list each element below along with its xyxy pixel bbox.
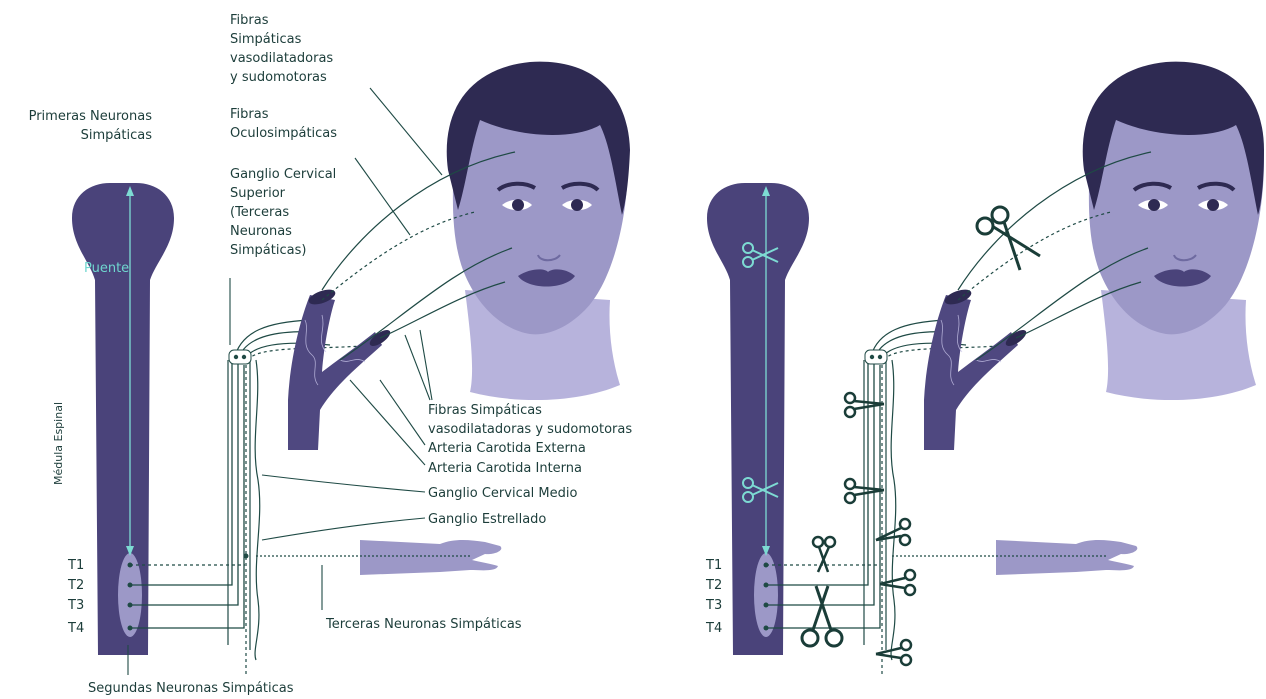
label-t1-left: T1 — [67, 558, 84, 573]
label-primeras-2: Simpáticas — [81, 128, 153, 143]
label-segundas: Segundas Neuronas Simpáticas — [88, 681, 294, 696]
label-ganglio-sup-2: Superior — [230, 186, 286, 201]
carotid-artery-right — [924, 295, 1018, 450]
ganglion-superior-left — [229, 350, 251, 364]
label-t4-right: T4 — [705, 621, 722, 636]
arm-right — [996, 540, 1137, 575]
label-ganglio-estrellado: Ganglio Estrellado — [428, 512, 546, 527]
arm-left — [360, 540, 501, 575]
label-ganglio-sup-1: Ganglio Cervical — [230, 167, 336, 182]
label-arteria-externa: Arteria Carotida Externa — [428, 441, 586, 456]
label-fibras-vaso-top-3: vasodilatadoras — [230, 51, 333, 66]
label-fibras-vaso-top-4: y sudomotoras — [230, 70, 327, 85]
label-primeras-1: Primeras Neuronas — [29, 109, 153, 124]
label-t1-right: T1 — [705, 558, 722, 573]
scissors-icon-bottom — [876, 640, 911, 665]
label-ganglio-sup-4: Neuronas — [230, 224, 292, 239]
label-fibras-vaso-top-2: Simpáticas — [230, 32, 302, 47]
label-puente: Puente — [84, 261, 129, 276]
left-panel: Fibras Simpáticas vasodilatadoras y sudo… — [29, 13, 633, 696]
label-fibras-oculo-2: Oculosimpáticas — [230, 126, 337, 141]
label-t3-right: T3 — [705, 598, 722, 613]
label-fibras-vaso-bottom-1: Fibras Simpáticas — [428, 403, 542, 418]
label-arteria-interna: Arteria Carotida Interna — [428, 461, 582, 476]
scissors-icon-stellate — [876, 519, 910, 545]
label-ganglio-sup-3: (Terceras — [230, 205, 289, 220]
label-t2-right: T2 — [705, 578, 722, 593]
label-t3-left: T3 — [67, 598, 84, 613]
label-fibras-vaso-bottom-2: vasodilatadoras y sudomotoras — [428, 422, 632, 437]
face-right — [1083, 62, 1264, 400]
scissors-icon-t2-chain — [880, 570, 915, 595]
ganglion-estrellado-dot-left — [244, 554, 249, 559]
carotid-artery-left — [288, 295, 382, 450]
ganglion-superior-right — [865, 350, 887, 364]
label-ganglio-medio: Ganglio Cervical Medio — [428, 486, 578, 501]
label-ganglio-sup-5: Simpáticas) — [230, 243, 306, 258]
label-fibras-vaso-top-1: Fibras — [230, 13, 269, 28]
label-t2-left: T2 — [67, 578, 84, 593]
label-terceras: Terceras Neuronas Simpáticas — [325, 617, 522, 632]
label-medula: Médula Espinal — [52, 402, 65, 485]
label-t4-left: T4 — [67, 621, 84, 636]
right-panel: T1 T2 T3 T4 — [705, 62, 1264, 675]
scissors-icon-t2-t4 — [802, 586, 842, 646]
face-left — [447, 62, 630, 400]
label-fibras-oculo-1: Fibras — [230, 107, 269, 122]
scissors-icon-facial — [977, 207, 1040, 270]
scissors-icon-t1 — [813, 537, 835, 572]
